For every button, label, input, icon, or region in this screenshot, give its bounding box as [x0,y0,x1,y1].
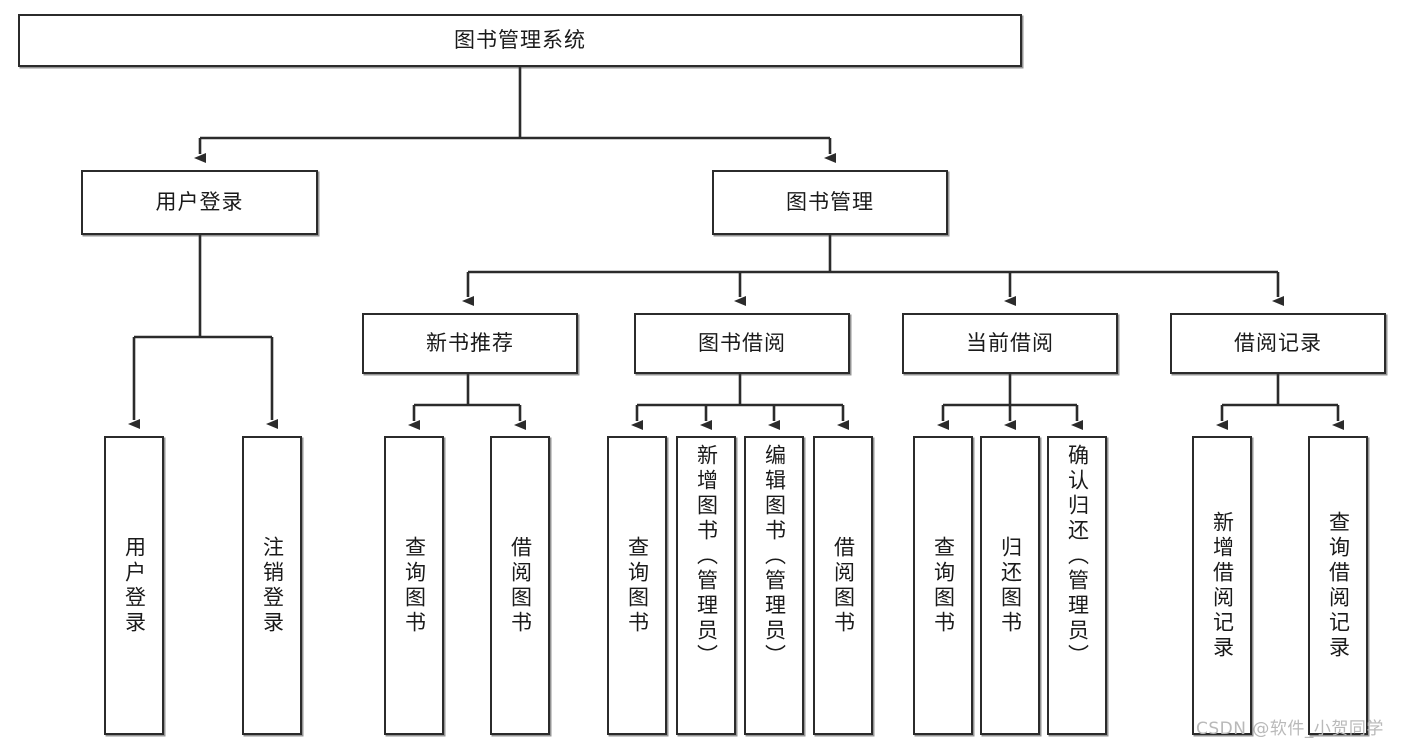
node-leaf-user-login[interactable]: 用户登录 [104,436,164,735]
node-leaf-borrow-book-2[interactable]: 借阅图书 [813,436,873,735]
node-user-login[interactable]: 用户登录 [81,170,318,235]
node-leaf-borrow-book-1-label: 借阅图书 [508,535,533,636]
node-leaf-borrow-book-2-label: 借阅图书 [831,535,856,636]
node-book-borrow-label: 图书借阅 [698,331,786,356]
node-leaf-query-record-label: 查询借阅记录 [1326,510,1351,661]
node-leaf-user-login-label: 用户登录 [122,535,147,636]
watermark-text: CSDN @软件_小贺同学 [1196,719,1384,739]
node-leaf-borrow-book-1[interactable]: 借阅图书 [490,436,550,735]
node-leaf-return-book-label: 归还图书 [998,535,1023,636]
node-leaf-return-book[interactable]: 归还图书 [980,436,1040,735]
node-leaf-query-book-2-label: 查询图书 [625,535,650,636]
node-leaf-query-book-3[interactable]: 查询图书 [913,436,973,735]
node-leaf-logout-label: 注销登录 [260,535,285,636]
node-book-borrow[interactable]: 图书借阅 [634,313,850,374]
node-leaf-confirm-return-label: 确认归还（管理员） [1065,444,1090,669]
node-leaf-add-record-label: 新增借阅记录 [1210,510,1235,661]
node-leaf-logout[interactable]: 注销登录 [242,436,302,735]
node-root-label: 图书管理系统 [454,28,586,53]
node-leaf-query-book-1-label: 查询图书 [402,535,427,636]
node-root[interactable]: 图书管理系统 [18,14,1022,67]
node-leaf-query-book-1[interactable]: 查询图书 [384,436,444,735]
node-new-book-recommend[interactable]: 新书推荐 [362,313,578,374]
node-book-management[interactable]: 图书管理 [712,170,948,235]
node-leaf-add-book[interactable]: 新增图书（管理员） [676,436,736,735]
node-leaf-query-book-3-label: 查询图书 [931,535,956,636]
node-leaf-edit-book[interactable]: 编辑图书（管理员） [744,436,804,735]
node-book-management-label: 图书管理 [786,190,874,215]
node-current-borrow[interactable]: 当前借阅 [902,313,1118,374]
node-user-login-label: 用户登录 [155,190,244,215]
node-leaf-query-record[interactable]: 查询借阅记录 [1308,436,1368,735]
node-leaf-edit-book-label: 编辑图书（管理员） [762,444,787,669]
node-leaf-add-book-label: 新增图书（管理员） [694,444,719,669]
node-leaf-query-book-2[interactable]: 查询图书 [607,436,667,735]
node-new-book-recommend-label: 新书推荐 [426,331,514,356]
node-current-borrow-label: 当前借阅 [966,331,1054,356]
node-borrow-record[interactable]: 借阅记录 [1170,313,1386,374]
node-leaf-add-record[interactable]: 新增借阅记录 [1192,436,1252,735]
node-leaf-confirm-return[interactable]: 确认归还（管理员） [1047,436,1107,735]
node-borrow-record-label: 借阅记录 [1234,331,1322,356]
